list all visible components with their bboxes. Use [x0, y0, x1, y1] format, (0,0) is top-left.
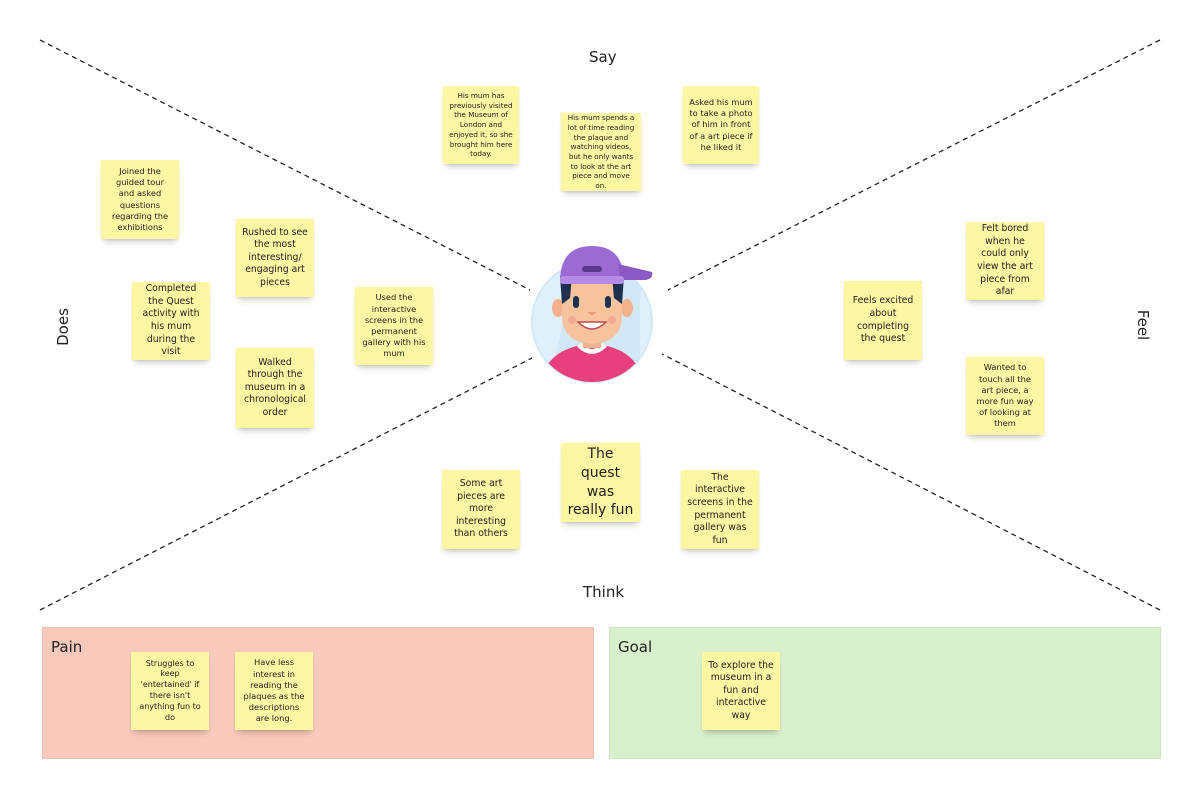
- note-text: Felt bored when he could only view the a…: [977, 223, 1033, 298]
- note-text: Have less interest in reading the plaque…: [243, 657, 305, 724]
- note-text: Feels excited about completing the quest: [852, 295, 914, 345]
- boy-with-cap-avatar-icon: [531, 246, 653, 383]
- sticky-note-does-5[interactable]: Walked through the museum in a chronolog…: [236, 348, 314, 428]
- say-label: Say: [589, 48, 617, 66]
- divider-top-right: [667, 39, 1161, 291]
- note-text: Joined the guided tour and asked questio…: [111, 165, 169, 232]
- note-text: His mum spends a lot of time reading the…: [567, 113, 635, 191]
- sticky-note-think-3[interactable]: The interactive screens in the permanent…: [681, 470, 759, 549]
- sticky-note-goal-1[interactable]: To explore the museum in a fun and inter…: [702, 652, 780, 730]
- note-text: The quest was really fun: [567, 445, 634, 519]
- divider-top-left: [39, 39, 531, 291]
- feel-label: Feel: [1134, 309, 1153, 341]
- goal-title: Goal: [618, 638, 653, 656]
- sticky-note-does-1[interactable]: Joined the guided tour and asked questio…: [101, 160, 179, 239]
- sticky-note-say-1[interactable]: His mum has previously visited the Museu…: [443, 86, 519, 164]
- sticky-note-think-2[interactable]: The quest was really fun: [561, 443, 640, 522]
- pain-panel: Pain Struggles to keep 'entertained' if …: [42, 627, 594, 759]
- note-text: His mum has previously visited the Museu…: [449, 90, 513, 159]
- does-label: Does: [53, 308, 72, 346]
- sticky-note-feel-1[interactable]: Felt bored when he could only view the a…: [966, 222, 1044, 300]
- note-text: Walked through the museum in a chronolog…: [243, 356, 307, 418]
- note-text: Used the interactive screens in the perm…: [362, 292, 426, 359]
- sticky-note-pain-1[interactable]: Struggles to keep 'entertained' if there…: [131, 652, 209, 730]
- note-text: Wanted to touch all the art piece, a mor…: [976, 362, 1034, 429]
- note-text: Some art pieces are more interesting tha…: [454, 478, 508, 540]
- note-text: Struggles to keep 'entertained' if there…: [139, 658, 201, 722]
- note-text: The interactive screens in the permanent…: [687, 471, 753, 546]
- sticky-note-does-2[interactable]: Rushed to see the most interesting/ enga…: [236, 219, 314, 297]
- sticky-note-say-3[interactable]: Asked his mum to take a photo of him in …: [683, 86, 759, 164]
- think-label: Think: [583, 583, 625, 601]
- divider-bottom-left: [39, 357, 533, 611]
- sticky-note-feel-2[interactable]: Feels excited about completing the quest: [844, 281, 922, 360]
- goal-panel: Goal To explore the museum in a fun and …: [609, 627, 1161, 759]
- note-text: Asked his mum to take a photo of him in …: [689, 97, 753, 152]
- sticky-note-feel-3[interactable]: Wanted to touch all the art piece, a mor…: [966, 357, 1044, 435]
- sticky-note-does-4[interactable]: Used the interactive screens in the perm…: [355, 287, 433, 365]
- sticky-note-does-3[interactable]: Completed the Quest activity with his mu…: [132, 282, 210, 360]
- note-text: Completed the Quest activity with his mu…: [142, 283, 200, 358]
- pain-title: Pain: [51, 638, 83, 656]
- divider-bottom-right: [661, 353, 1161, 611]
- sticky-note-say-2[interactable]: His mum spends a lot of time reading the…: [561, 113, 641, 191]
- note-text: Rushed to see the most interesting/ enga…: [242, 226, 308, 288]
- sticky-note-think-1[interactable]: Some art pieces are more interesting tha…: [442, 470, 520, 549]
- note-text: To explore the museum in a fun and inter…: [708, 659, 774, 721]
- sticky-note-pain-2[interactable]: Have less interest in reading the plaque…: [235, 652, 313, 730]
